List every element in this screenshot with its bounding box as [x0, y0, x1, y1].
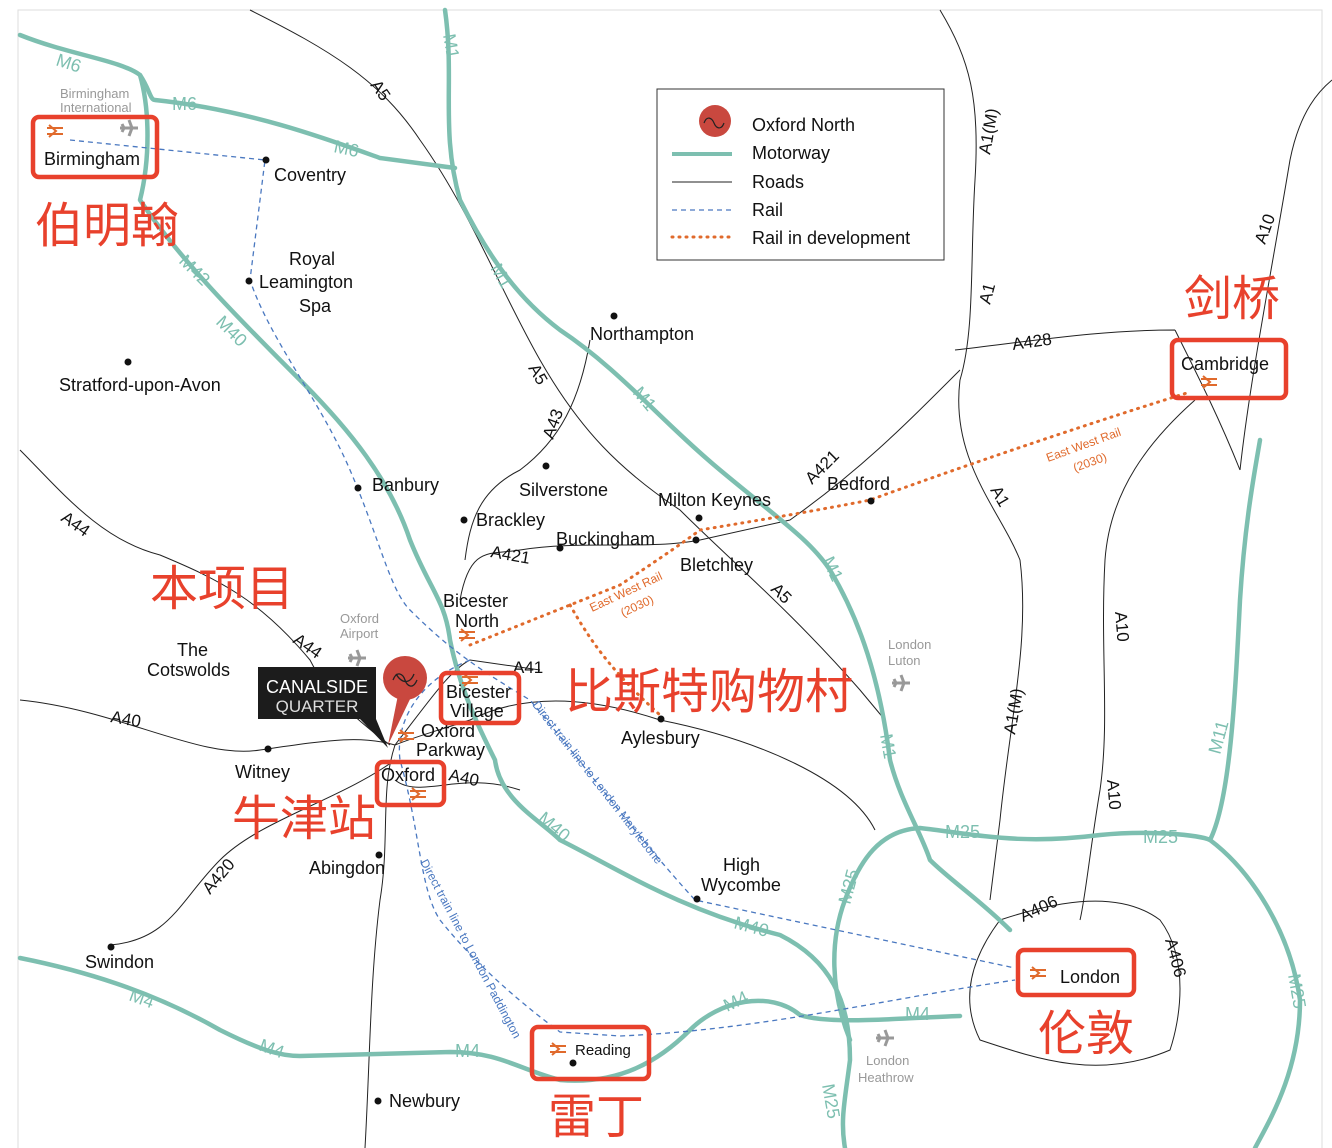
m4-label: M4: [905, 1004, 930, 1024]
place-buckingham: Buckingham: [556, 529, 655, 549]
oxford-north-pin-icon: [699, 105, 731, 137]
place-oxford-parkway: Parkway: [416, 740, 485, 760]
oxford-north-pin-icon: [383, 656, 427, 700]
place-cotswolds: The: [177, 640, 208, 660]
project-subtitle: QUARTER: [276, 697, 359, 716]
place-bicester-village: Village: [450, 701, 504, 721]
project-name: CANALSIDE: [266, 677, 368, 697]
place-newbury: Newbury: [389, 1091, 460, 1111]
annotation-project: 本项目: [150, 563, 294, 616]
place-swindon: Swindon: [85, 952, 154, 972]
rail-lines: [69, 139, 1192, 1037]
place-milton-keynes: Milton Keynes: [658, 490, 771, 510]
annotation-london: 伦敦: [1038, 1008, 1134, 1061]
place-high-wycombe: High: [723, 855, 760, 875]
place-high-wycombe: Wycombe: [701, 875, 781, 895]
place-witney: Witney: [235, 762, 290, 782]
annotation-bicester-village: 比斯特购物村: [565, 666, 853, 719]
m25-label: M25: [1143, 827, 1178, 847]
place-birmingham: Birmingham: [44, 149, 140, 169]
annotation-cambridge: 剑桥: [1184, 273, 1280, 326]
place-bicester-north: Bicester: [443, 591, 508, 611]
place-northampton: Northampton: [590, 324, 694, 344]
m25-label: M25: [945, 822, 980, 842]
town-dots: [107, 156, 875, 1105]
place-aylesbury: Aylesbury: [621, 728, 700, 748]
airport-label: Oxford: [340, 611, 379, 626]
m6-label: M6: [172, 94, 197, 114]
airport-label: London: [866, 1053, 909, 1068]
place-brackley: Brackley: [476, 510, 545, 530]
annotation-birmingham: 伯明翰: [35, 200, 179, 253]
place-coventry: Coventry: [274, 165, 346, 185]
airport-label: Heathrow: [858, 1070, 914, 1085]
place-banbury: Banbury: [372, 475, 439, 495]
place-reading: Reading: [575, 1042, 631, 1059]
legend-roads: Roads: [752, 172, 804, 192]
annotation-reading: 雷丁: [548, 1091, 644, 1144]
m1-label: M1: [876, 732, 900, 760]
legend-motorway: Motorway: [752, 143, 830, 163]
airport-label: London: [888, 637, 931, 652]
highlight-boxes: [30, 114, 1289, 1082]
airport-label: International: [60, 100, 132, 115]
place-abingdon: Abingdon: [309, 858, 385, 878]
place-bedford: Bedford: [827, 474, 890, 494]
place-cambridge: Cambridge: [1181, 354, 1269, 374]
legend-oxford-north: Oxford North: [752, 115, 855, 135]
place-bletchley: Bletchley: [680, 555, 753, 575]
place-oxford-parkway: Oxford: [421, 721, 475, 741]
annotations: 伯明翰 剑桥 本项目 比斯特购物村 牛津站 伦敦 雷丁: [35, 200, 1280, 1144]
canalside-quarter-marker[interactable]: CANALSIDE QUARTER: [258, 656, 427, 748]
place-bicester-village: Bicester: [446, 682, 511, 702]
a10-label: A10: [1111, 611, 1133, 643]
airport-label: Airport: [340, 626, 379, 641]
legend: Oxford North Motorway Roads Rail Rail in…: [656, 88, 945, 261]
airport-label: Luton: [888, 653, 921, 668]
a1-label: A1: [976, 281, 1000, 306]
annotation-oxford: 牛津站: [232, 793, 376, 846]
legend-rail: Rail: [752, 200, 783, 220]
place-silverstone: Silverstone: [519, 480, 608, 500]
place-oxford: Oxford: [381, 765, 435, 785]
place-leamington: Royal: [289, 249, 335, 269]
airport-label: Birmingham: [60, 86, 129, 101]
place-leamington: Leamington: [259, 272, 353, 292]
place-london: London: [1060, 967, 1120, 987]
m4-label: M4: [455, 1041, 480, 1061]
place-leamington: Spa: [299, 296, 332, 316]
m1-label: M1: [439, 32, 463, 60]
place-bicester-north: North: [455, 611, 499, 631]
a41-label: A41: [513, 658, 543, 677]
legend-rail-dev: Rail in development: [752, 228, 910, 248]
a40-label: A40: [109, 707, 142, 731]
place-cotswolds: Cotswolds: [147, 660, 230, 680]
place-stratford: Stratford-upon-Avon: [59, 375, 221, 395]
a10-label: A10: [1103, 779, 1125, 811]
place-labels: Birmingham International Birmingham Cove…: [44, 86, 1269, 1111]
